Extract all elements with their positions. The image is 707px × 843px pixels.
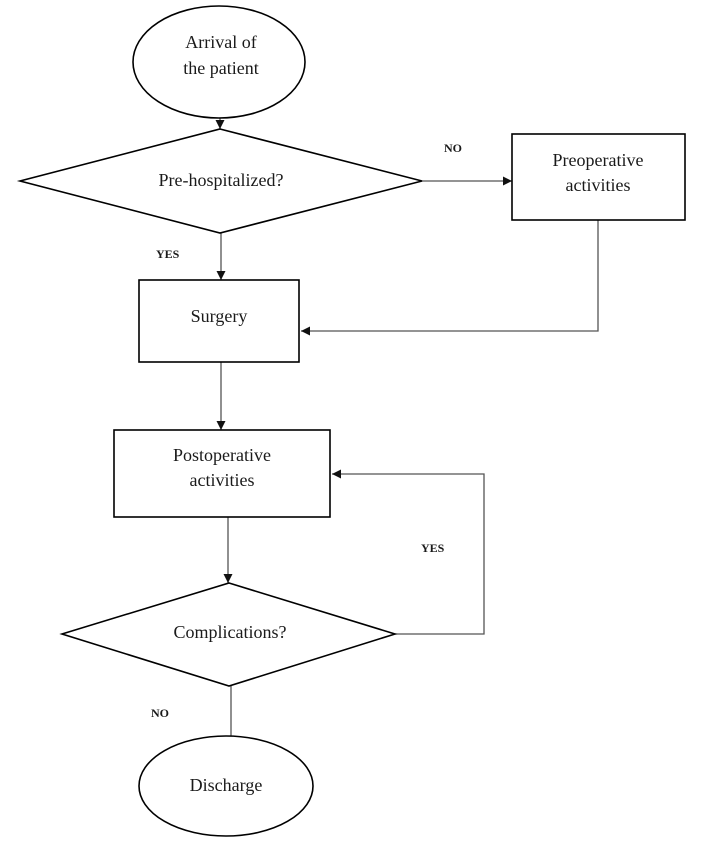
node-discharge: Discharge [138,735,314,837]
arrow-complications-to-postoperative [332,469,485,635]
surgery-label: Surgery [191,306,248,326]
arrival-label-line1: Arrival of [185,32,256,52]
postoperative-label-line1: Postoperative [173,445,271,465]
node-prehospitalized: Pre-hospitalized? [16,128,423,234]
edge-label-prehospitalized-yes: YES [156,247,180,261]
node-postoperative: Postoperative activities [113,429,331,518]
edge-label-prehospitalized-no: NO [444,141,462,155]
postoperative-label-line2: activities [190,470,255,490]
prehospitalized-diamond [16,128,423,234]
edge-label-complications-no: NO [151,706,169,720]
edge-label-complications-yes: YES [421,541,445,555]
discharge-label: Discharge [190,775,263,795]
node-preoperative: Preoperative activities [511,133,686,221]
arrival-label-line2: the patient [183,58,258,78]
surgery-box [138,279,300,363]
complications-diamond [59,582,398,687]
node-surgery: Surgery [138,279,300,363]
arrival-ellipse [132,5,306,119]
arrow-preoperative-to-surgery [301,220,599,336]
preoperative-label-line1: Preoperative [553,150,644,170]
node-complications: Complications? [59,582,398,687]
discharge-ellipse [138,735,314,837]
preoperative-box [511,133,686,221]
complications-label: Complications? [174,622,287,642]
preoperative-label-line2: activities [566,175,631,195]
prehospitalized-label: Pre-hospitalized? [159,170,284,190]
postoperative-box [113,429,331,518]
node-arrival: Arrival of the patient [132,5,306,119]
